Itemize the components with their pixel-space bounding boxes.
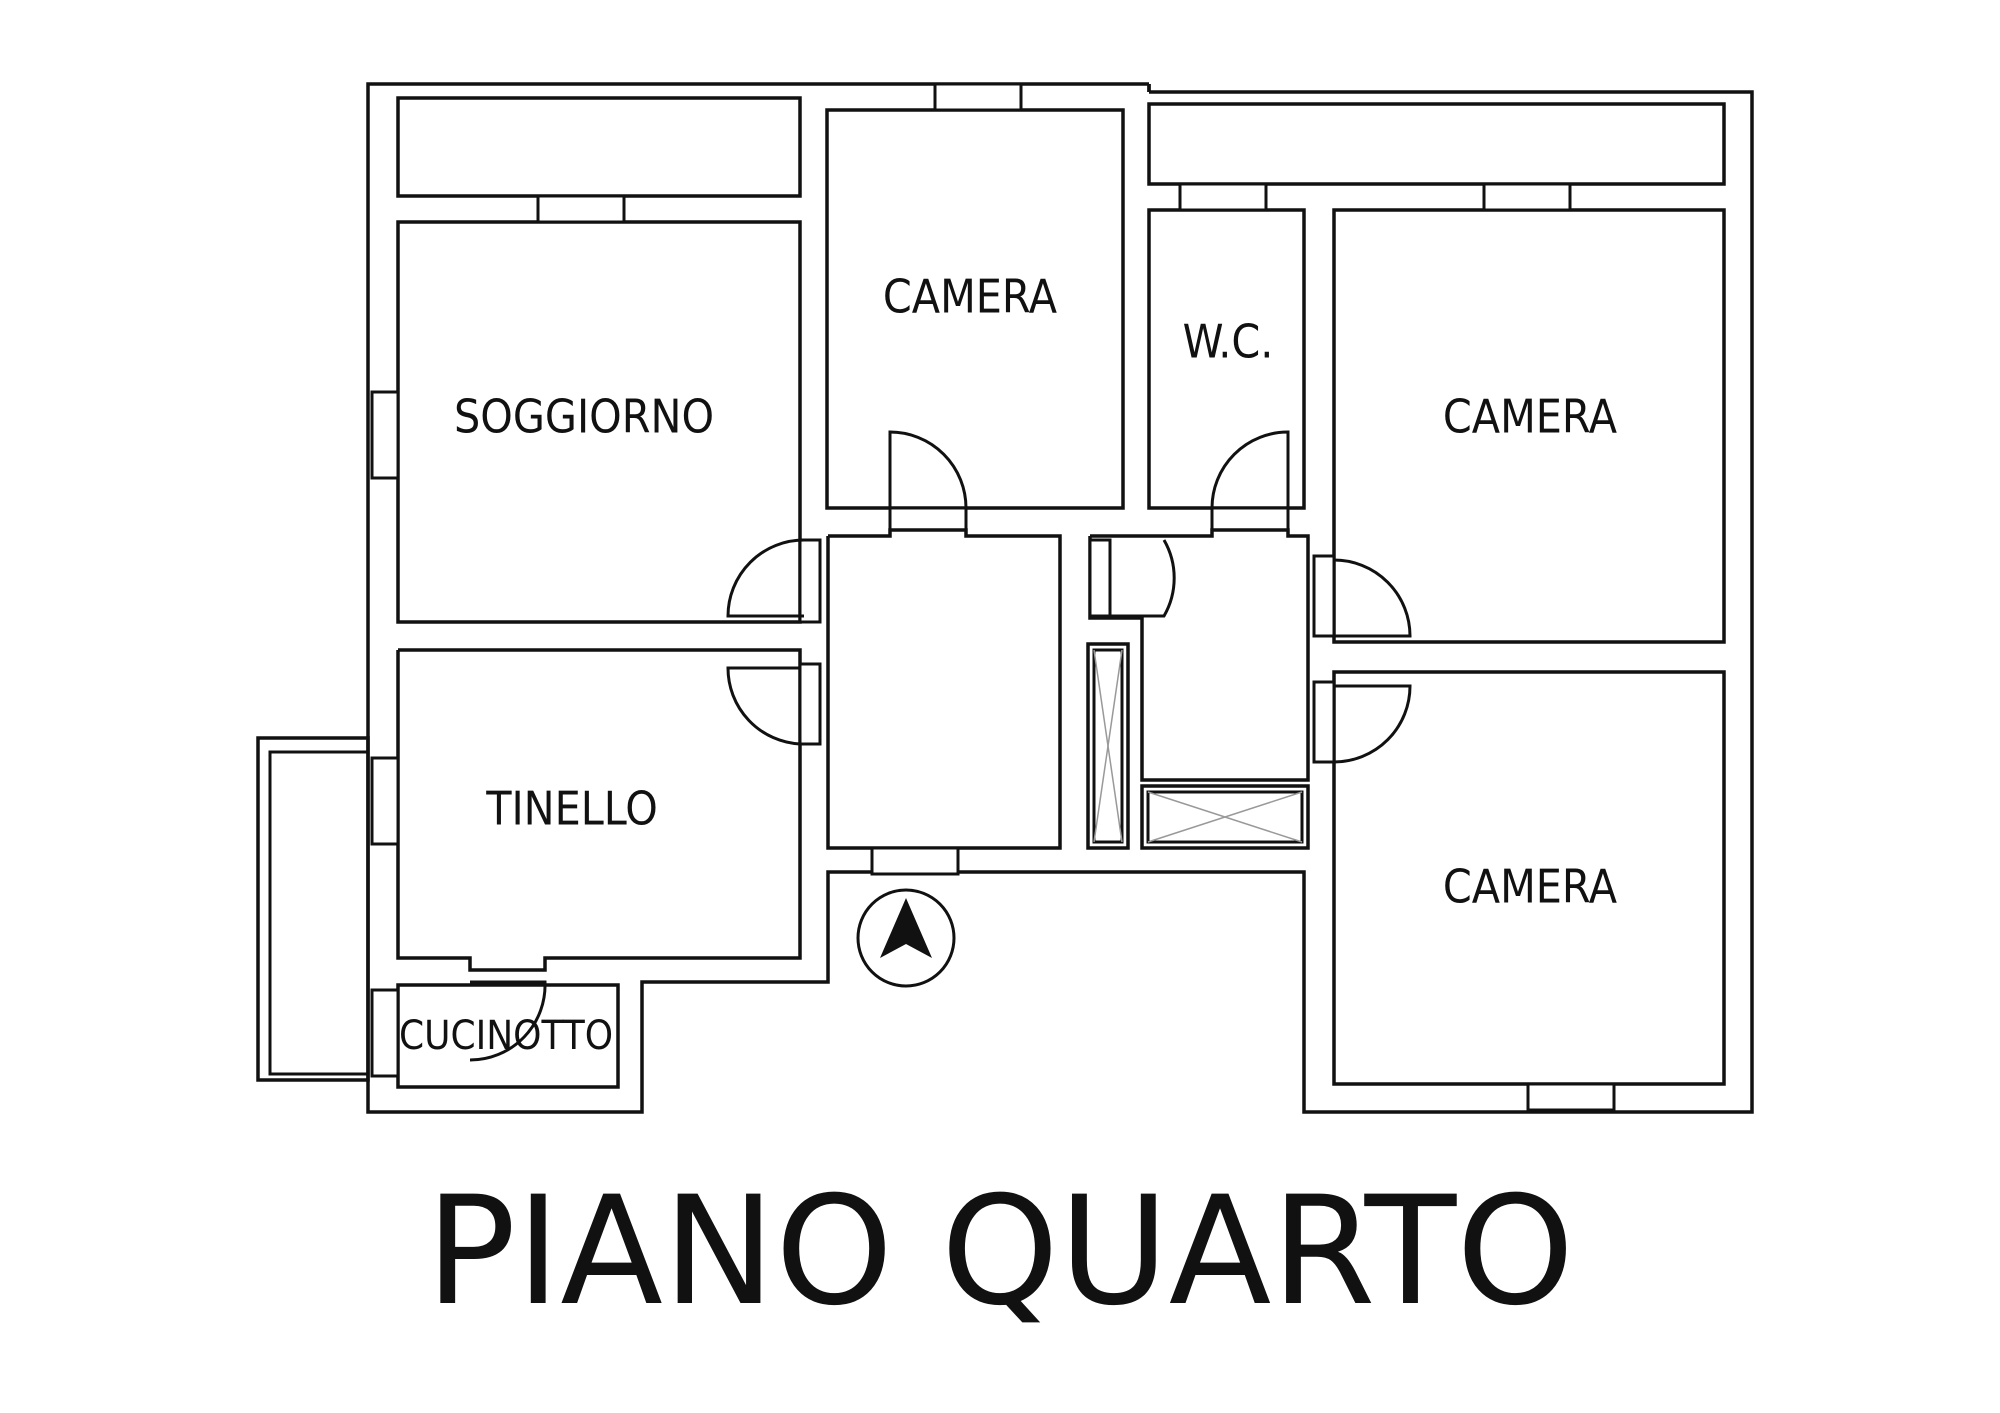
room-label-camera-right-bottom: CAMERA [1443,860,1617,914]
camera-top-door-opening [888,506,968,532]
cupboard-vertical-hatch-b [1093,649,1123,843]
room-label-tinello: TINELLO [485,782,658,836]
camera-top-door-swing [888,430,968,509]
tinello-door-opening [798,662,822,746]
balcony-inner [268,750,370,1076]
right-hallway-walls [1088,528,1310,782]
room-label-cucinotto: CUCINOTTO [399,1013,613,1059]
tinello-walls [396,648,802,972]
room-soggiorno: SOGGIORNO [370,194,802,624]
cupboard-horizontal [1140,784,1310,850]
north-arrow-circle [856,888,956,988]
camera-right-top-door-opening [1312,554,1336,638]
camera-right-bottom-window [1526,1082,1616,1112]
left-balcony [256,736,370,1082]
room-wc: W.C. [1147,182,1306,532]
camera-right-top-door-swing [1333,558,1412,638]
cupboards [1086,642,1310,850]
hallway [826,528,1310,876]
room-camera-right-top: CAMERA [1312,182,1726,644]
north-arrow-icon [856,888,956,988]
hallway-walls [826,528,1062,850]
right-hallway-door-opening [1088,538,1112,618]
camera-top-window [933,82,1023,112]
plan-title: PIANO QUARTO [426,1165,1575,1339]
soggiorno-door-swing [726,538,805,618]
room-label-camera-right-top: CAMERA [1443,390,1617,444]
tinello-door-swing [726,666,801,746]
cucinotto-door-swing [469,980,547,1062]
room-label-camera-top: CAMERA [883,270,1057,324]
north-arrow-pointer [880,898,932,958]
cucinotto-window [370,988,400,1078]
room-label-wc: W.C. [1183,315,1274,369]
tinello-window [370,756,400,846]
cupboard-horizontal-inner [1146,790,1304,844]
right-hallway-door-swing [1110,539,1176,618]
soggiorno-door-opening [798,538,822,624]
cupboard-vertical-inner [1092,648,1124,844]
room-label-soggiorno: SOGGIORNO [454,390,714,444]
camera-right-bottom-door-swing [1333,684,1412,764]
cupboard-horizontal-hatch-b [1147,791,1303,843]
top-right-niche [1147,102,1726,186]
wc-door-swing [1210,430,1290,509]
wc-window [1178,182,1268,212]
cupboard-vertical [1086,642,1130,850]
room-cucinotto: CUCINOTTO [370,980,620,1089]
room-camera-right-bottom: CAMERA [1312,670,1726,1112]
room-camera-top: CAMERA [825,82,1125,532]
camera-right-top-window [1482,182,1572,212]
wc-door-opening [1210,506,1290,532]
soggiorno-side-window [370,390,400,480]
soggiorno-window [536,194,626,224]
camera-right-bottom-door-opening [1312,680,1336,764]
room-tinello: TINELLO [370,648,822,972]
top-left-niche [396,96,802,198]
balcony-outer [256,736,370,1082]
entrance-window [870,846,960,876]
